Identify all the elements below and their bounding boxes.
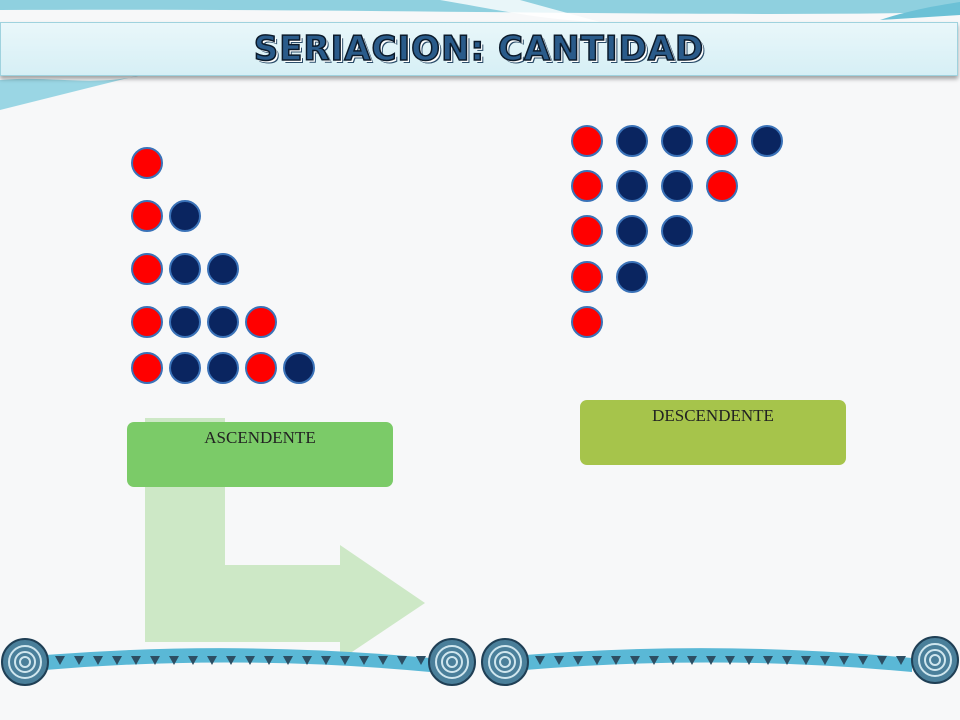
descending-dot-red (571, 170, 603, 202)
ascending-dot-red (131, 306, 163, 338)
ascending-dot-navy (207, 352, 239, 384)
descending-box: DESCENDENTE (580, 400, 846, 465)
header-swoosh (0, 0, 960, 110)
ascending-dot-navy (207, 253, 239, 285)
descending-dot-red (706, 170, 738, 202)
descending-dot-navy (661, 125, 693, 157)
descending-dot-red (571, 261, 603, 293)
ascending-dot-red (131, 200, 163, 232)
descending-dot-navy (616, 215, 648, 247)
descending-dot-navy (616, 125, 648, 157)
ascending-box: ASCENDENTE (127, 422, 393, 487)
ascending-dot-navy (169, 352, 201, 384)
descending-dot-navy (751, 125, 783, 157)
ascending-dot-red (131, 147, 163, 179)
spiral-icon (481, 638, 529, 686)
descending-dot-red (706, 125, 738, 157)
ascending-dot-navy (169, 200, 201, 232)
ascending-dot-navy (169, 253, 201, 285)
decorative-border (1, 636, 959, 686)
ascending-dot-group (131, 147, 315, 384)
descending-dot-red (571, 125, 603, 157)
ascending-dot-red (245, 306, 277, 338)
descending-dot-navy (661, 170, 693, 202)
ascending-dot-navy (283, 352, 315, 384)
spiral-icon (1, 638, 49, 686)
descending-dot-group (571, 125, 783, 338)
descending-dot-navy (661, 215, 693, 247)
descending-dot-red (571, 215, 603, 247)
descending-dot-navy (616, 170, 648, 202)
ascending-dot-red (245, 352, 277, 384)
ascending-dot-navy (169, 306, 201, 338)
ascending-label: ASCENDENTE (204, 428, 316, 447)
title-bar: SERIACION: CANTIDAD (0, 22, 958, 76)
ascending-dot-navy (207, 306, 239, 338)
ascending-dot-red (131, 253, 163, 285)
ascending-dot-red (131, 352, 163, 384)
spiral-icon (911, 636, 959, 684)
descending-label: DESCENDENTE (652, 406, 774, 425)
descending-dot-red (571, 306, 603, 338)
page-title: SERIACION: CANTIDAD (253, 28, 705, 70)
spiral-icon (428, 638, 476, 686)
descending-dot-navy (616, 261, 648, 293)
